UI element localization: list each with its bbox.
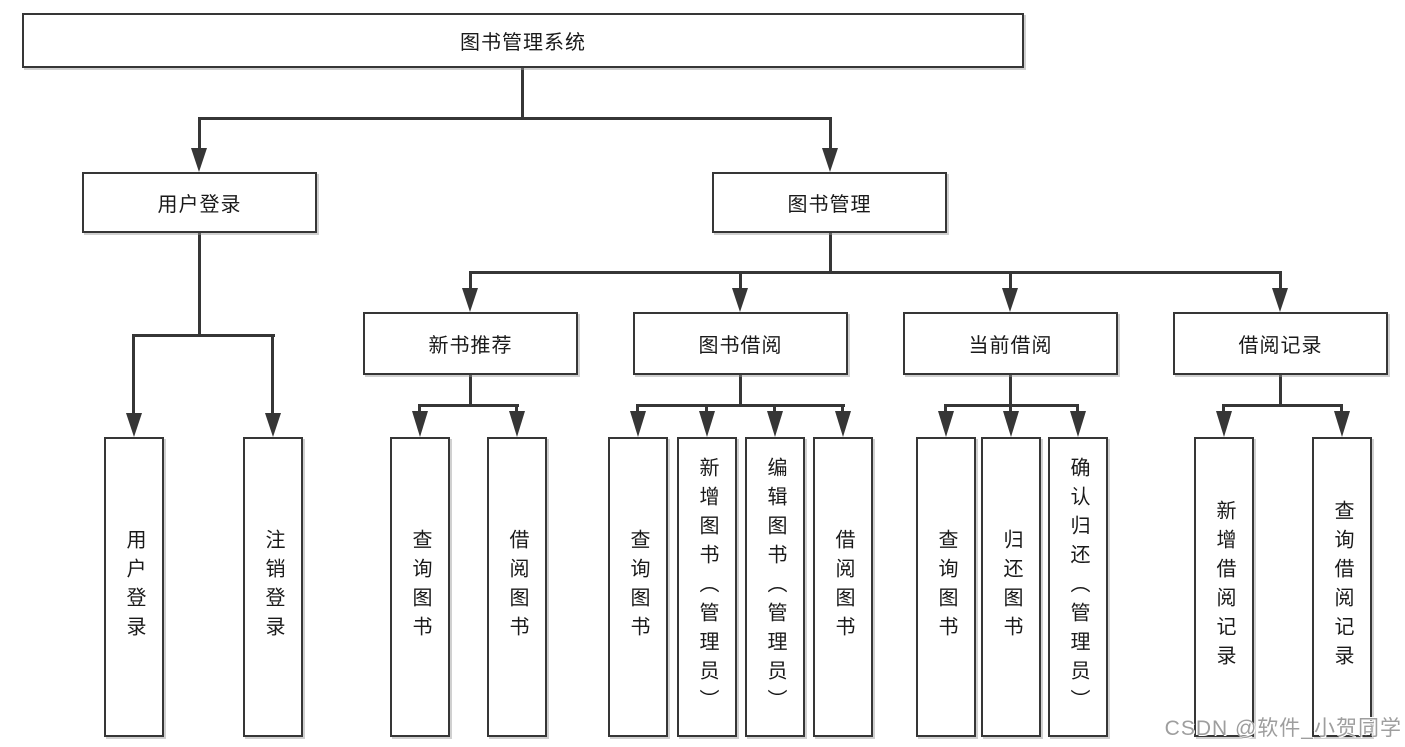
node-label: 借阅记录 bbox=[1238, 335, 1323, 357]
leaf-logout: 注销登录 bbox=[243, 437, 303, 737]
leaf-borrow-books-recommend: 借阅图书 bbox=[487, 437, 547, 737]
connector-line bbox=[739, 271, 742, 291]
node-label: 借阅图书 bbox=[832, 529, 854, 645]
connector-line bbox=[1009, 375, 1012, 407]
connector-line bbox=[469, 271, 472, 291]
leaf-edit-book-admin: 编辑图书（管理员） bbox=[745, 437, 805, 737]
connector-line bbox=[1340, 404, 1343, 414]
connector-line bbox=[419, 404, 519, 407]
connector-line bbox=[944, 404, 947, 414]
leaf-return-books: 归还图书 bbox=[981, 437, 1041, 737]
connector-line bbox=[829, 117, 832, 150]
node-label: 新增借阅记录 bbox=[1213, 500, 1235, 674]
watermark: CSDN @软件_小贺同学 bbox=[1164, 717, 1402, 740]
connector-line bbox=[1222, 404, 1225, 414]
leaf-add-borrow-record: 新增借阅记录 bbox=[1194, 437, 1254, 737]
arrow-down-icon bbox=[630, 411, 646, 437]
node-library-management-system: 图书管理系统 bbox=[22, 13, 1024, 68]
node-label: 查询图书 bbox=[627, 529, 649, 645]
connector-line bbox=[515, 404, 518, 414]
arrow-down-icon bbox=[835, 411, 851, 437]
connector-line bbox=[739, 375, 742, 407]
node-label: 编辑图书（管理员） bbox=[764, 456, 786, 718]
connector-line bbox=[945, 404, 1079, 407]
node-label: 确认归还（管理员） bbox=[1067, 456, 1089, 718]
node-label: 注销登录 bbox=[262, 529, 284, 645]
arrow-down-icon bbox=[1272, 288, 1288, 312]
leaf-user-login: 用户登录 bbox=[104, 437, 164, 737]
arrow-down-icon bbox=[462, 288, 478, 312]
arrow-down-icon bbox=[822, 148, 838, 172]
connector-line bbox=[521, 67, 524, 119]
arrow-down-icon bbox=[1334, 411, 1350, 437]
node-label: 查询图书 bbox=[935, 529, 957, 645]
leaf-query-books-borrowing: 查询图书 bbox=[608, 437, 668, 737]
node-label: 借阅图书 bbox=[506, 529, 528, 645]
arrow-down-icon bbox=[1003, 411, 1019, 437]
arrow-down-icon bbox=[126, 413, 142, 437]
connector-line bbox=[198, 233, 201, 337]
node-label: 图书管理 bbox=[787, 194, 872, 216]
leaf-query-books-current: 查询图书 bbox=[916, 437, 976, 737]
connector-line bbox=[829, 233, 832, 274]
node-label: 用户登录 bbox=[123, 529, 145, 645]
node-label: 查询图书 bbox=[409, 529, 431, 645]
connector-line bbox=[198, 117, 832, 120]
leaf-borrow-books-borrowing: 借阅图书 bbox=[813, 437, 873, 737]
arrow-down-icon bbox=[1002, 288, 1018, 312]
arrow-down-icon bbox=[1216, 411, 1232, 437]
arrow-down-icon bbox=[265, 413, 281, 437]
arrow-down-icon bbox=[938, 411, 954, 437]
leaf-query-books-recommend: 查询图书 bbox=[390, 437, 450, 737]
node-label: 用户登录 bbox=[157, 194, 242, 216]
node-label: 图书借阅 bbox=[698, 335, 783, 357]
connector-line bbox=[841, 404, 844, 414]
node-borrowing-records: 借阅记录 bbox=[1173, 312, 1388, 375]
node-user-login: 用户登录 bbox=[82, 172, 317, 233]
connector-line bbox=[418, 404, 421, 414]
arrow-down-icon bbox=[509, 411, 525, 437]
connector-line bbox=[1076, 404, 1079, 414]
connector-line bbox=[132, 334, 135, 415]
connector-line bbox=[133, 334, 275, 337]
node-new-book-recommend: 新书推荐 bbox=[363, 312, 578, 375]
connector-line bbox=[469, 271, 1282, 274]
connector-line bbox=[705, 404, 708, 414]
arrow-down-icon bbox=[732, 288, 748, 312]
connector-line bbox=[469, 375, 472, 407]
connector-line bbox=[636, 404, 639, 414]
connector-line bbox=[1009, 404, 1012, 414]
connector-line bbox=[1223, 404, 1343, 407]
connector-line bbox=[198, 117, 201, 150]
connector-line bbox=[1279, 375, 1282, 407]
leaf-query-borrow-record: 查询借阅记录 bbox=[1312, 437, 1372, 737]
connector-line bbox=[1009, 271, 1012, 291]
node-label: 当前借阅 bbox=[968, 335, 1053, 357]
node-label: 查询借阅记录 bbox=[1331, 500, 1353, 674]
arrow-down-icon bbox=[412, 411, 428, 437]
node-label: 新书推荐 bbox=[428, 335, 513, 357]
connector-line bbox=[773, 404, 776, 414]
node-book-management: 图书管理 bbox=[712, 172, 947, 233]
node-label: 归还图书 bbox=[1000, 529, 1022, 645]
node-label: 新增图书（管理员） bbox=[696, 456, 718, 718]
node-book-borrowing: 图书借阅 bbox=[633, 312, 848, 375]
leaf-add-book-admin: 新增图书（管理员） bbox=[677, 437, 737, 737]
arrow-down-icon bbox=[699, 411, 715, 437]
arrow-down-icon bbox=[767, 411, 783, 437]
node-label: 图书管理系统 bbox=[460, 32, 586, 54]
arrow-down-icon bbox=[191, 148, 207, 172]
leaf-confirm-return-admin: 确认归还（管理员） bbox=[1048, 437, 1108, 737]
connector-line bbox=[637, 404, 845, 407]
connector-line bbox=[1279, 271, 1282, 291]
connector-line bbox=[271, 334, 274, 415]
node-current-borrowing: 当前借阅 bbox=[903, 312, 1118, 375]
arrow-down-icon bbox=[1070, 411, 1086, 437]
